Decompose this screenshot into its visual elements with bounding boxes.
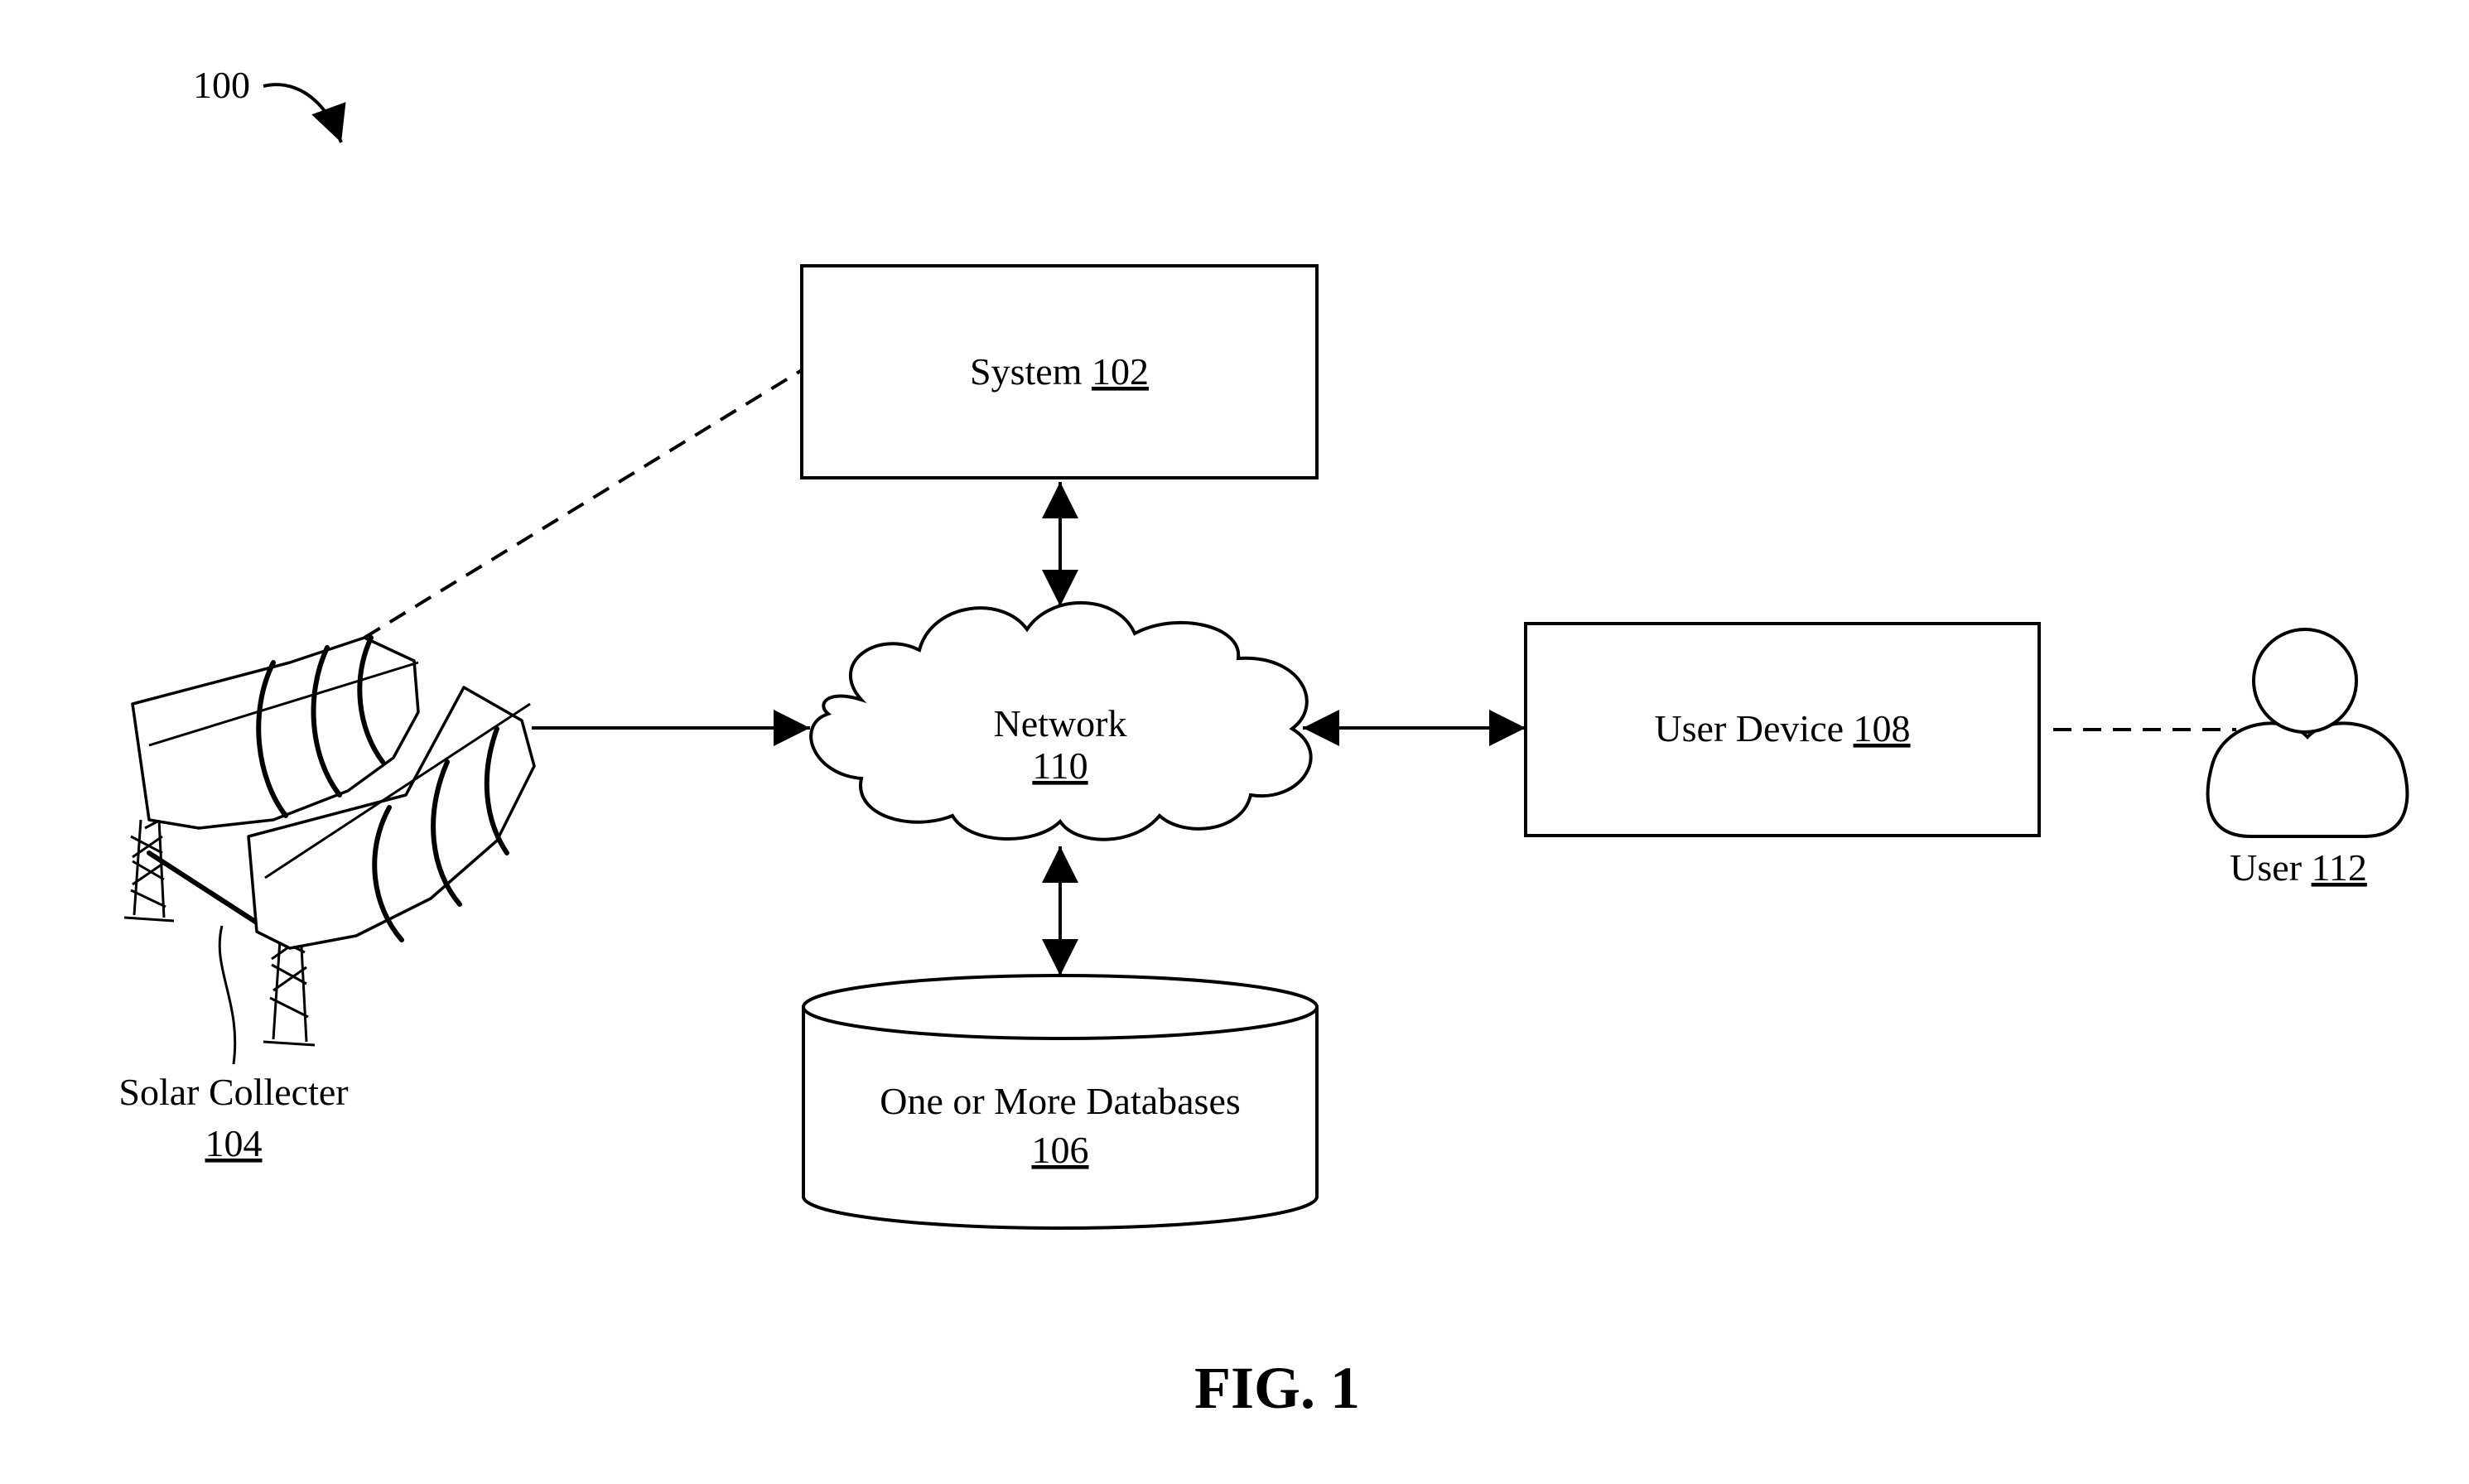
user-text: User 112 xyxy=(2230,846,2367,889)
person-head xyxy=(2252,628,2358,734)
solar-trough-rear xyxy=(131,635,420,830)
person-body xyxy=(2206,721,2409,838)
system-node: System 102 xyxy=(800,264,1319,479)
figure-ref-number: 100 xyxy=(193,64,250,106)
trough-front-ribs xyxy=(372,726,509,942)
person-icon xyxy=(2206,628,2409,838)
edge-solar-collector-system xyxy=(363,369,803,639)
user-node: User 112 xyxy=(2206,628,2409,889)
solar-collector-illustration xyxy=(123,635,536,1065)
solar-collector-ref: 104 xyxy=(205,1122,263,1164)
database-cylinder-body xyxy=(802,1005,1319,1230)
databases-ref: 106 xyxy=(1032,1129,1089,1171)
network-label: Network xyxy=(994,702,1127,744)
solar-collector-leader xyxy=(218,925,237,1065)
system-text: System 102 xyxy=(970,350,1149,393)
solar-collector-label: Solar Collecter xyxy=(118,1071,348,1113)
database-cylinder-top xyxy=(802,974,1319,1040)
user-device-box xyxy=(1524,622,2041,837)
system-box xyxy=(800,264,1319,479)
databases-label: One or More Databases xyxy=(880,1080,1241,1122)
user-device-text: User Device 108 xyxy=(1654,707,1910,749)
system-label: System xyxy=(970,350,1083,393)
network-ref: 110 xyxy=(1032,744,1087,787)
network-cloud xyxy=(809,601,1313,841)
user-ref: 112 xyxy=(2312,846,2367,889)
user-device-ref: 108 xyxy=(1854,707,1911,749)
solar-collector-node: Solar Collecter 104 xyxy=(118,635,536,1164)
trough-rear-ribs xyxy=(256,635,385,818)
support-tower-rear xyxy=(123,819,175,923)
user-device-label: User Device xyxy=(1654,707,1844,749)
user-device-node: User Device 108 xyxy=(1524,622,2041,837)
figure-caption: FIG. 1 xyxy=(1194,1355,1360,1421)
figure-reference: 100 xyxy=(193,64,346,143)
trough-front-receiver xyxy=(264,702,531,879)
trough-rear-receiver xyxy=(148,661,419,747)
network-node: Network 110 xyxy=(809,601,1313,841)
user-label: User xyxy=(2230,846,2302,889)
system-ref: 102 xyxy=(1092,350,1149,393)
figure-ref-arrow xyxy=(263,83,346,143)
databases-node: One or More Databases 106 xyxy=(802,974,1319,1230)
solar-trough-front xyxy=(247,686,536,950)
